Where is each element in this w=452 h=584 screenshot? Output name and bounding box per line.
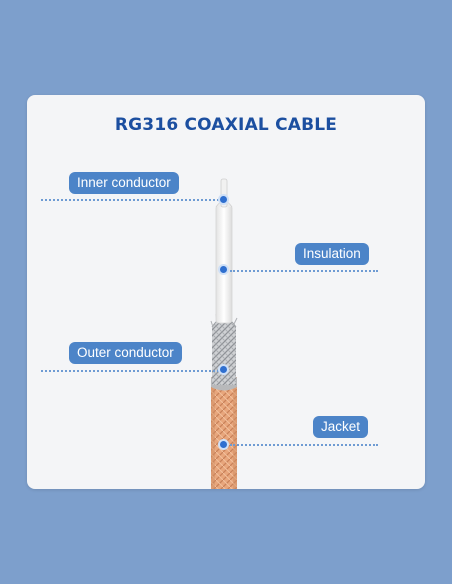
diagram-card: RG316 COAXIAL CABLE <box>27 95 425 489</box>
label-jacket: Jacket <box>313 416 369 438</box>
label-inner-conductor: Inner conductor <box>69 172 179 194</box>
jacket-section <box>211 377 237 489</box>
marker-inner-conductor <box>218 194 229 205</box>
insulation-section <box>215 200 233 324</box>
leader-inner-conductor <box>41 199 219 201</box>
diagram-title: RG316 COAXIAL CABLE <box>114 115 338 135</box>
marker-insulation <box>218 264 229 275</box>
marker-outer-conductor <box>218 364 229 375</box>
leader-insulation <box>230 270 378 272</box>
label-insulation: Insulation <box>295 243 369 265</box>
label-outer-conductor: Outer conductor <box>69 342 182 364</box>
cable-illustration <box>210 178 238 489</box>
marker-jacket <box>218 439 229 450</box>
leader-outer-conductor <box>41 370 219 372</box>
leader-jacket <box>230 444 378 446</box>
